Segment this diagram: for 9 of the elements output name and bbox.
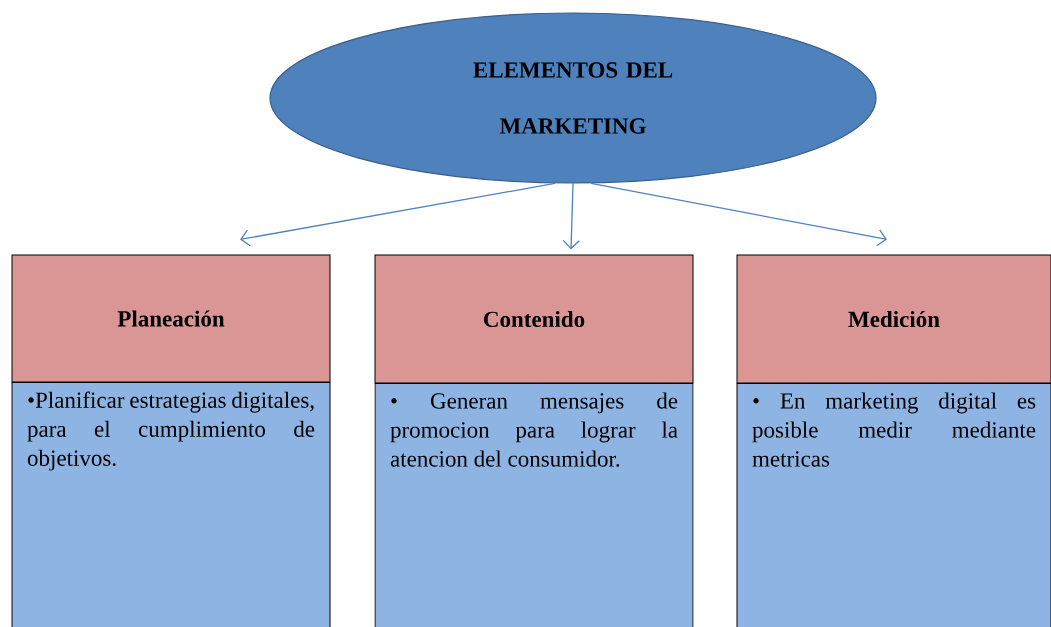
header-box: Contenido bbox=[374, 254, 694, 384]
arrow bbox=[240, 182, 556, 247]
content-box: •Planificar estrategias digitales, para el cumplimiento de objetivos. bbox=[11, 382, 331, 627]
header-box: Medición bbox=[736, 254, 1051, 384]
content-box: • En marketing digital es posible medir mediante metricas bbox=[736, 383, 1051, 627]
arrow bbox=[562, 182, 580, 250]
content-box: • Generan mensajes de promocion para lograr la atencion del consumidor. bbox=[374, 383, 694, 627]
arrow bbox=[590, 182, 887, 247]
header-box: Planeación bbox=[11, 254, 331, 383]
